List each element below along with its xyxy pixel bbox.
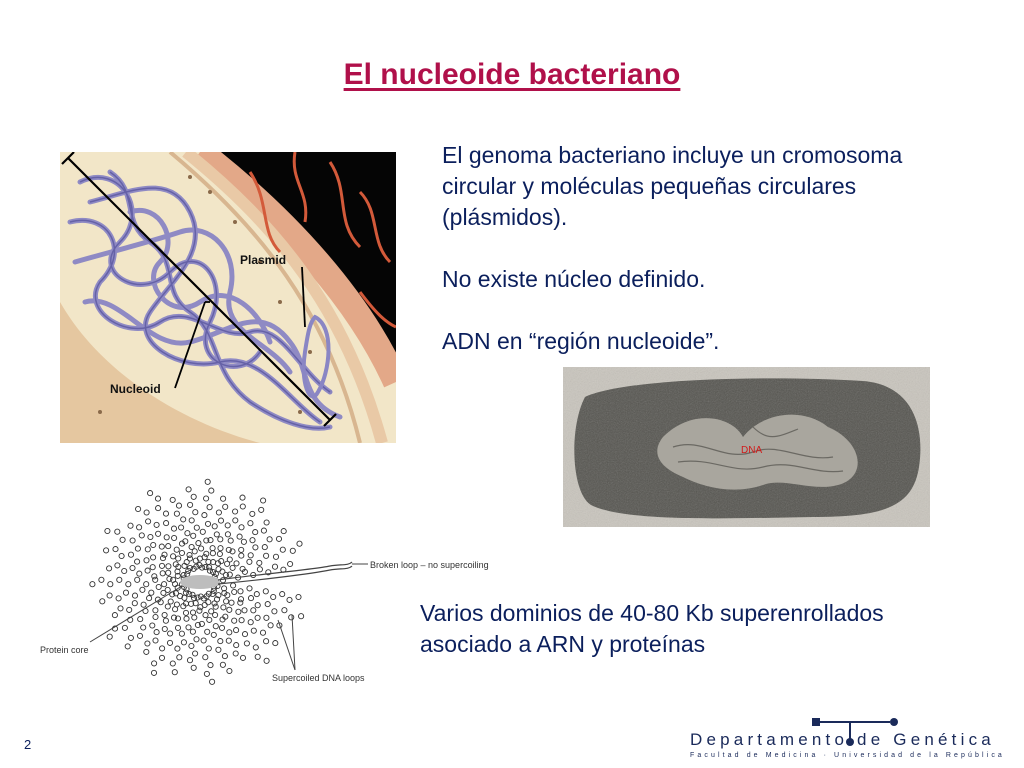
dna-label: DNA: [741, 445, 762, 456]
text-line: Varios dominios de 40-80 Kb superenrolla…: [420, 600, 884, 626]
text-line: El genoma bacteriano incluye un cromosom…: [442, 142, 903, 168]
text-line: (plásmidos).: [442, 204, 568, 230]
text-block-genome: El genoma bacteriano incluye un cromosom…: [442, 140, 1002, 357]
department-subtitle: Facultad de Medicina · Universidad de la…: [690, 752, 1005, 759]
text-line: circular y moléculas pequeñas circulares: [442, 173, 857, 199]
nucleoid-label: Nucleoid: [110, 382, 161, 396]
electron-micrograph: DNA: [563, 367, 930, 527]
text-line: asociado a ARN y proteínas: [420, 631, 706, 657]
plasmid-label: Plasmid: [240, 253, 286, 267]
text-line: ADN en “región nucleoide”.: [442, 328, 720, 354]
slide-title: El nucleoide bacteriano: [343, 58, 681, 91]
page-number: 2: [24, 737, 32, 752]
broken-loop-label: Broken loop – no supercoiling: [370, 560, 489, 570]
text-line: No existe núcleo definido.: [442, 266, 706, 292]
department-name: Departamento de Genética: [690, 730, 995, 749]
bacterial-cell-illustration: Plasmid Nucleoid: [60, 141, 408, 445]
protein-core-label: Protein core: [40, 645, 89, 655]
logo-mark-icon: [812, 718, 898, 746]
department-logo: Departamento de Genética Facultad de Med…: [690, 716, 1002, 764]
supercoiled-loops-diagram: Broken loop – no supercoiling Protein co…: [30, 470, 510, 695]
text-block-domains: Varios dominios de 40-80 Kb superenrolla…: [420, 598, 1020, 660]
supercoiled-label: Supercoiled DNA loops: [272, 673, 365, 683]
